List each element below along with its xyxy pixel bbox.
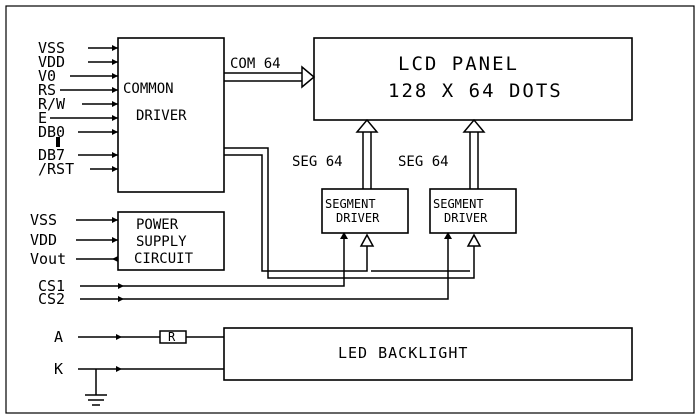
outer-border bbox=[5, 5, 695, 414]
seg-bus-arrow-1 bbox=[355, 118, 379, 189]
led-backlight-block bbox=[223, 327, 633, 381]
led-backlight-label: LED BACKLIGHT bbox=[338, 344, 468, 362]
pin-cs2: CS2 bbox=[38, 290, 65, 308]
com-bus-arrow bbox=[224, 65, 316, 89]
chip-select-lines bbox=[80, 232, 452, 302]
seg-bus-label-2: SEG 64 bbox=[398, 154, 449, 170]
segment-driver-2-label-2: DRIVER bbox=[444, 211, 488, 225]
power-supply-label-3: CIRCUIT bbox=[134, 251, 194, 267]
power-pin-vdd: VDD bbox=[30, 231, 57, 249]
power-supply-label-2: SUPPLY bbox=[136, 234, 187, 250]
power-supply-block bbox=[117, 211, 225, 271]
resistor-label: R bbox=[168, 330, 176, 344]
power-pin-vss: VSS bbox=[30, 211, 57, 229]
bus-marker bbox=[56, 137, 60, 147]
lcd-panel-block bbox=[313, 37, 633, 121]
seg-bus-arrow-2 bbox=[462, 118, 486, 189]
pin-db7: DB7 bbox=[38, 146, 65, 164]
pin-vss: VSS bbox=[38, 39, 65, 57]
ground-icon bbox=[85, 369, 107, 406]
backlight-cathode-line bbox=[78, 366, 224, 372]
resistor bbox=[159, 330, 187, 344]
common-driver-label-1: COMMON bbox=[123, 81, 174, 97]
segment-driver-2-block bbox=[429, 188, 517, 234]
left-pin-lines bbox=[50, 45, 118, 172]
lcd-panel-resolution: 128 X 64 DOTS bbox=[388, 80, 563, 102]
pin-db0: DB0 bbox=[38, 123, 65, 141]
pin-rw: R/W bbox=[38, 95, 66, 113]
pin-v0: V0 bbox=[38, 67, 56, 85]
pin-e: E bbox=[38, 109, 47, 127]
power-supply-label-1: POWER bbox=[136, 217, 179, 233]
com-bus-label: COM 64 bbox=[230, 56, 281, 72]
pin-k: K bbox=[54, 360, 63, 378]
seg-bus-label-1: SEG 64 bbox=[292, 154, 343, 170]
common-driver-block bbox=[117, 37, 225, 193]
pin-cs1: CS1 bbox=[38, 277, 65, 295]
power-pin-vout: Vout bbox=[30, 250, 66, 268]
power-pin-lines bbox=[76, 217, 118, 262]
segment-driver-1-block bbox=[321, 188, 409, 234]
common-driver-label-2: DRIVER bbox=[136, 108, 187, 124]
pin-rst: /RST bbox=[38, 160, 74, 178]
driver-clock-bus bbox=[224, 147, 482, 279]
pin-rs: RS bbox=[38, 81, 56, 99]
segment-driver-1-label-1: SEGMENT bbox=[325, 197, 376, 211]
segment-driver-2-label-1: SEGMENT bbox=[433, 197, 484, 211]
pin-vdd: VDD bbox=[38, 53, 65, 71]
pin-a: A bbox=[54, 328, 63, 346]
lcd-panel-title: LCD PANEL bbox=[398, 53, 519, 75]
backlight-anode-line bbox=[78, 334, 224, 340]
segment-driver-1-label-2: DRIVER bbox=[336, 211, 380, 225]
